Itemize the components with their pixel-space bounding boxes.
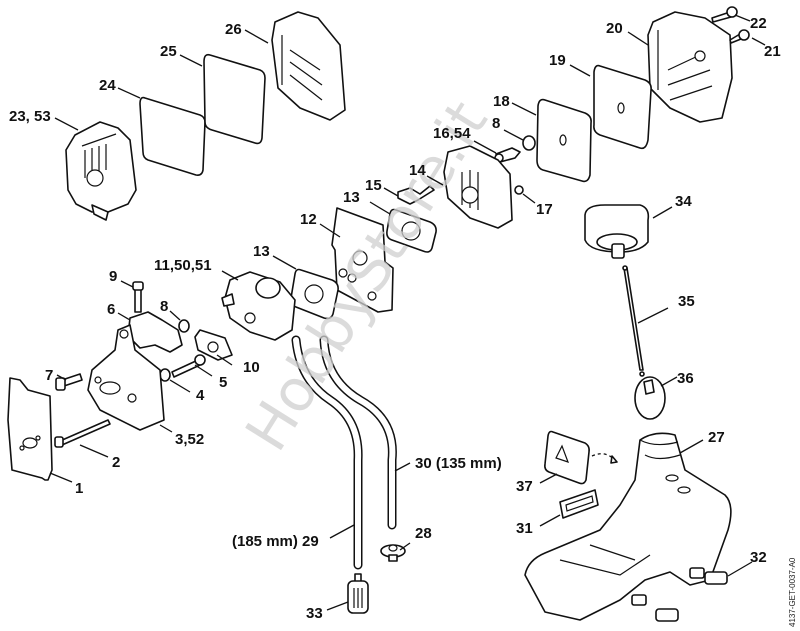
callout-30: 30 (135 mm) bbox=[415, 455, 502, 472]
part-8-nut[interactable] bbox=[522, 135, 536, 151]
part-32-rubber-foot[interactable] bbox=[631, 567, 728, 622]
part-5-screw[interactable] bbox=[171, 354, 206, 378]
callout-14: 14 bbox=[409, 162, 426, 179]
leader-lines bbox=[49, 14, 766, 611]
part-10-gasket[interactable] bbox=[194, 329, 233, 361]
part-25-filter-pad[interactable] bbox=[203, 53, 266, 145]
callout-12: 12 bbox=[300, 211, 317, 228]
part-23-53-filter-base[interactable] bbox=[65, 121, 137, 221]
part-3-52-intake-flange[interactable] bbox=[87, 324, 165, 431]
callout-16-54: 16,54 bbox=[433, 125, 471, 142]
part-2-long-bolt[interactable] bbox=[54, 419, 111, 448]
part-34-tank-cap[interactable] bbox=[584, 204, 650, 259]
callout-2: 2 bbox=[112, 454, 120, 471]
callout-17: 17 bbox=[536, 201, 553, 218]
part-37-warning-label[interactable] bbox=[544, 430, 618, 485]
part-24-filter-pad[interactable] bbox=[139, 96, 206, 176]
callout-7: 7 bbox=[45, 367, 53, 384]
part-9-screw[interactable] bbox=[132, 281, 144, 313]
callout-13-lower: 13 bbox=[253, 243, 270, 260]
part-19-filter-pad[interactable] bbox=[593, 64, 652, 150]
callout-19: 19 bbox=[549, 52, 566, 69]
callout-28: 28 bbox=[415, 525, 432, 542]
callout-4: 4 bbox=[196, 387, 205, 404]
part-13-gasket-lower[interactable] bbox=[290, 268, 339, 320]
callout-21: 21 bbox=[764, 43, 781, 60]
part-22-screw[interactable] bbox=[711, 6, 738, 23]
part-12-spacer-plate[interactable] bbox=[331, 207, 394, 313]
callout-10: 10 bbox=[243, 359, 260, 376]
callout-8-upper: 8 bbox=[492, 115, 500, 132]
callout-32: 32 bbox=[750, 549, 767, 566]
part-11-50-51-carburetor[interactable] bbox=[221, 271, 296, 341]
callout-27: 27 bbox=[708, 429, 725, 446]
callout-11-50-51: 11,50,51 bbox=[154, 257, 212, 274]
part-20-filter-cover[interactable] bbox=[647, 11, 733, 123]
callout-5: 5 bbox=[219, 374, 227, 391]
part-6-throttle-bracket[interactable] bbox=[127, 311, 183, 353]
callout-37: 37 bbox=[516, 478, 533, 495]
callout-36: 36 bbox=[677, 370, 694, 387]
part-8-nut-lower[interactable] bbox=[178, 319, 190, 333]
part-26-filter-cover[interactable] bbox=[271, 11, 346, 121]
callout-20: 20 bbox=[606, 20, 623, 37]
callout-15: 15 bbox=[365, 177, 382, 194]
callout-18: 18 bbox=[493, 93, 510, 110]
part-1-gasket[interactable] bbox=[7, 377, 53, 481]
callout-34: 34 bbox=[675, 193, 692, 210]
part-36-retainer-ring[interactable] bbox=[634, 376, 666, 420]
callout-29: (185 mm) 29 bbox=[232, 533, 319, 550]
callout-23-53: 23, 53 bbox=[9, 108, 51, 125]
part-17-nut[interactable] bbox=[514, 185, 524, 195]
part-7-bolt[interactable] bbox=[55, 373, 83, 391]
callout-26: 26 bbox=[225, 21, 242, 38]
callout-9: 9 bbox=[109, 268, 117, 285]
part-14-filter-base[interactable] bbox=[443, 145, 513, 229]
part-35-retaining-cord[interactable] bbox=[622, 265, 645, 377]
part-15-choke-lever[interactable] bbox=[397, 185, 435, 205]
callout-25: 25 bbox=[160, 43, 177, 60]
part-30-fuel-hose-135mm[interactable] bbox=[319, 335, 397, 530]
callout-31: 31 bbox=[516, 520, 533, 537]
part-28-grommet[interactable] bbox=[380, 544, 406, 562]
callout-33: 33 bbox=[306, 605, 323, 622]
callout-24: 24 bbox=[99, 77, 116, 94]
callout-3-52: 3,52 bbox=[175, 431, 204, 448]
callout-1: 1 bbox=[75, 480, 83, 497]
part-21-screw[interactable] bbox=[729, 29, 750, 44]
callout-35: 35 bbox=[678, 293, 695, 310]
part-18-filter-pad[interactable] bbox=[536, 98, 592, 183]
callout-13-upper: 13 bbox=[343, 189, 360, 206]
part-27-fuel-tank[interactable] bbox=[524, 432, 732, 621]
callout-8-lower: 8 bbox=[160, 298, 168, 315]
callout-6: 6 bbox=[107, 301, 115, 318]
part-33-fuel-filter[interactable] bbox=[347, 573, 369, 614]
part-31-tank-bracket[interactable] bbox=[559, 489, 599, 519]
part-29-fuel-hose-185mm[interactable] bbox=[291, 335, 363, 570]
reference-code: 4137-GET-0037-A0 bbox=[788, 557, 797, 627]
callout-22: 22 bbox=[750, 15, 767, 32]
part-13-gasket-upper[interactable] bbox=[386, 208, 437, 253]
